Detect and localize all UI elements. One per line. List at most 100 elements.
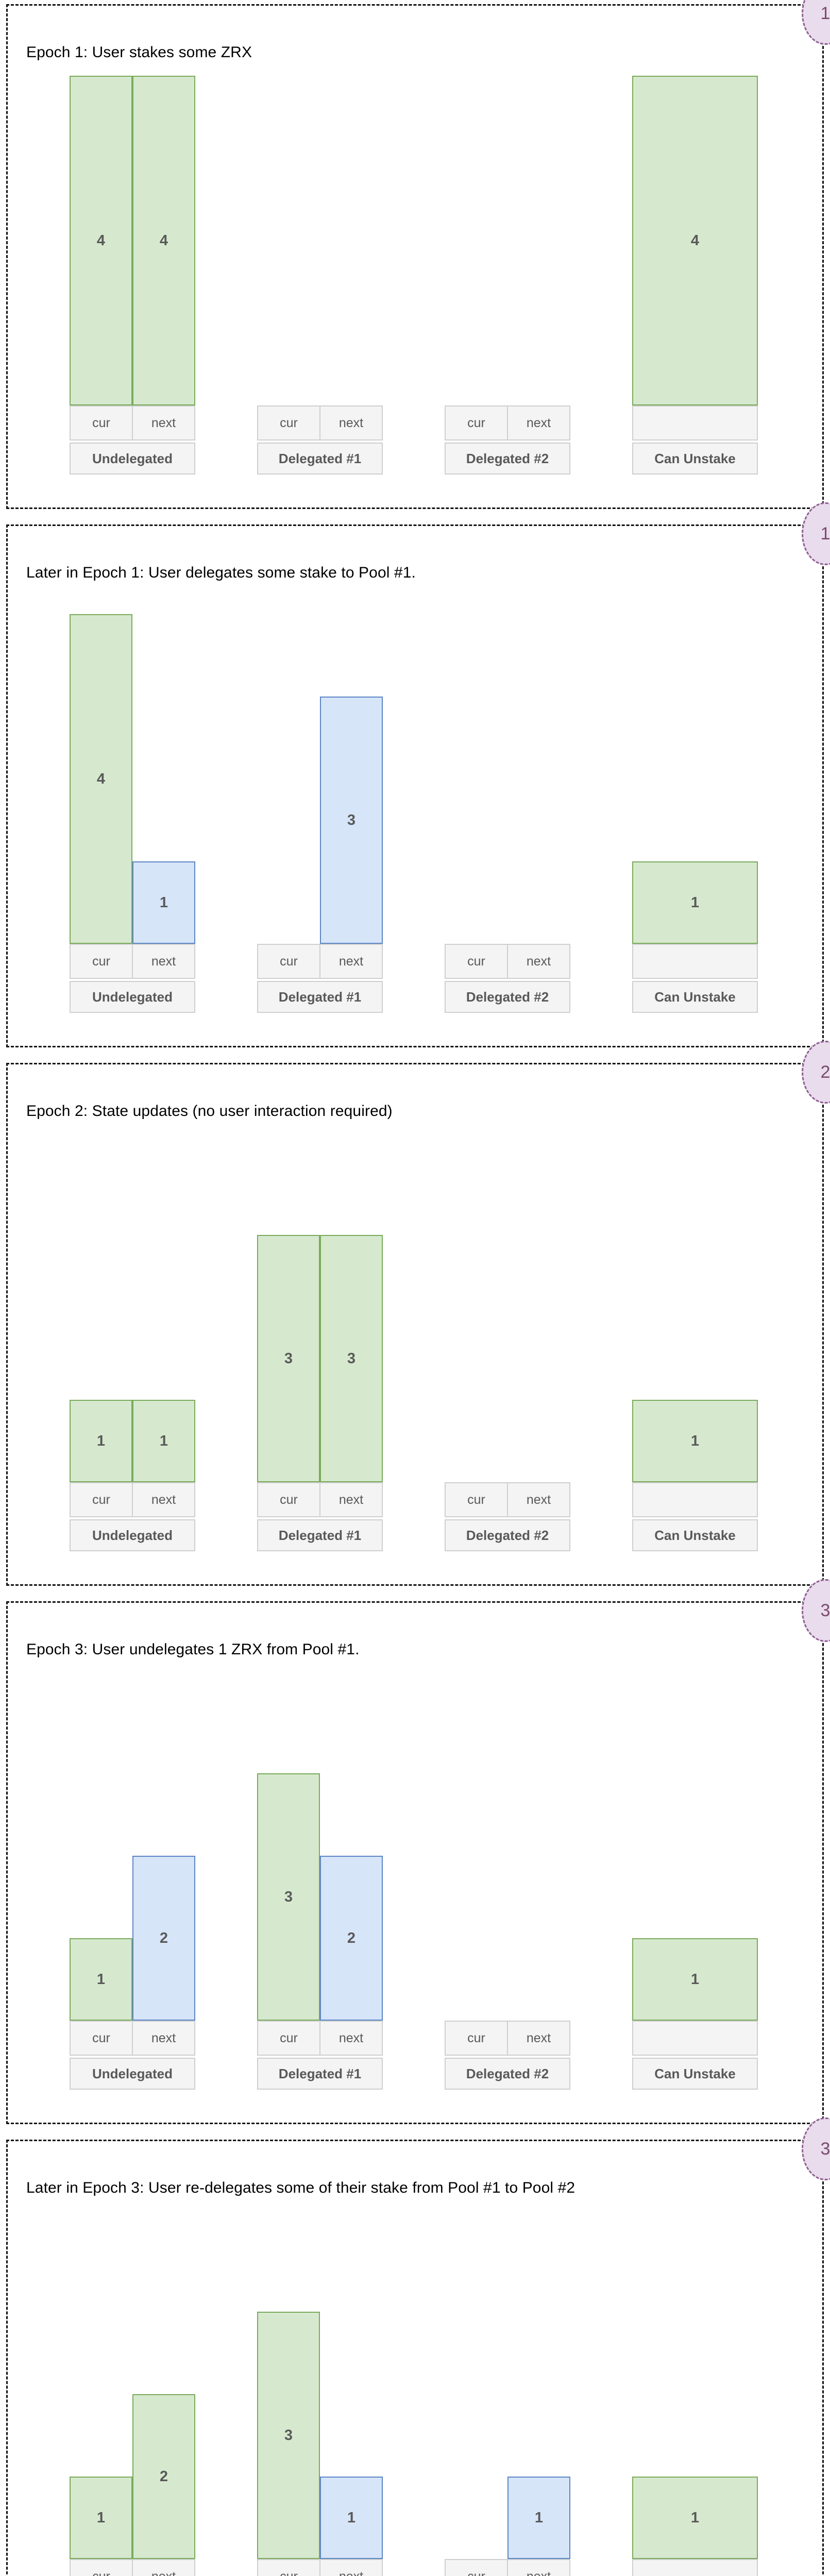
bar-cell: 2 [132, 2229, 195, 2559]
bar-cell: 1 [132, 614, 195, 944]
bar: 3 [257, 1235, 320, 1482]
bar: 1 [632, 1400, 758, 1482]
bar-cell: 3 [320, 1153, 383, 1482]
bar-cell: 4 [632, 76, 758, 405]
bar-group-label: Delegated #2 [445, 2058, 570, 2090]
bar: 3 [257, 2312, 320, 2559]
bar-cell [507, 1691, 570, 2021]
bar-cell [445, 1691, 507, 2021]
column-header-next: next [132, 1483, 194, 1516]
bar-group-bars: 1 [632, 1153, 758, 1482]
epoch-badge: 3 [802, 1579, 830, 1642]
bar: 1 [70, 2477, 132, 2559]
bar: 3 [320, 1235, 383, 1482]
column-header-cur: cur [92, 2030, 110, 2045]
column-header-cur: cur [258, 2560, 319, 2576]
bar-cell: 3 [257, 1691, 320, 2021]
column-header-cur: cur [446, 2560, 507, 2576]
bar-cell: 1 [320, 2229, 383, 2559]
bar-cell: 3 [257, 1153, 320, 1482]
epoch-badge: 2 [802, 1041, 830, 1104]
column-header-next: next [132, 2022, 194, 2055]
column-header-blank [633, 2560, 757, 2576]
column-header-cur: cur [92, 415, 110, 430]
bar-group-label: Undelegated [70, 981, 195, 1013]
bar-group-bars [445, 1153, 570, 1482]
bar-group-label: Can Unstake [632, 2058, 758, 2090]
bar: 1 [320, 2477, 383, 2559]
bar: 3 [257, 1773, 320, 2021]
bar-cell: 1 [132, 1153, 195, 1482]
bar: 4 [70, 76, 132, 405]
panel-title: Epoch 2: State updates (no user interact… [26, 1103, 393, 1120]
column-header-next: next [132, 945, 194, 978]
column-header-cur: cur [280, 954, 298, 969]
bar: 3 [320, 697, 383, 944]
bar-group-header-row: cur next [70, 1482, 195, 1517]
bar: 4 [70, 614, 132, 944]
bar-group-label: Can Unstake [632, 443, 758, 474]
column-header-next: next [319, 2560, 382, 2576]
bar-cell: 4 [70, 76, 132, 405]
bar: 1 [632, 861, 758, 944]
column-header-cur: cur [92, 1492, 110, 1507]
bar-group-header-row [632, 405, 758, 440]
bar-group-label: Delegated #2 [445, 1519, 570, 1551]
bar-group-header-row [632, 944, 758, 979]
column-header-cur: cur [71, 2560, 132, 2576]
bar-group-label: Undelegated [70, 1519, 195, 1551]
bar: 1 [132, 861, 195, 944]
bar-group-header-row [632, 2021, 758, 2056]
bar-cell: 3 [257, 2229, 320, 2559]
panel-title: Epoch 1: User stakes some ZRX [26, 44, 252, 61]
bar: 2 [132, 1856, 195, 2021]
column-header-next: next [319, 1483, 382, 1516]
bar-group-bars: 1 [445, 2229, 570, 2559]
bar-group-label: Delegated #2 [445, 443, 570, 474]
bar-group-label: Can Unstake [632, 1519, 758, 1551]
bar-cell [507, 1153, 570, 1482]
column-header-cur: cur [467, 954, 485, 969]
column-header-cur: cur [467, 1492, 485, 1507]
bar-cell [445, 2229, 507, 2559]
bar: 2 [320, 1856, 383, 2021]
bar-group-label: Can Unstake [632, 981, 758, 1013]
bar: 1 [70, 1400, 132, 1482]
bar: 1 [132, 1400, 195, 1482]
bar-cell [320, 76, 383, 405]
bar-cell [257, 614, 320, 944]
column-header-cur: cur [280, 415, 298, 430]
column-header-blank [633, 945, 757, 978]
bar-cell: 1 [632, 614, 758, 944]
column-header-next: next [507, 406, 569, 439]
